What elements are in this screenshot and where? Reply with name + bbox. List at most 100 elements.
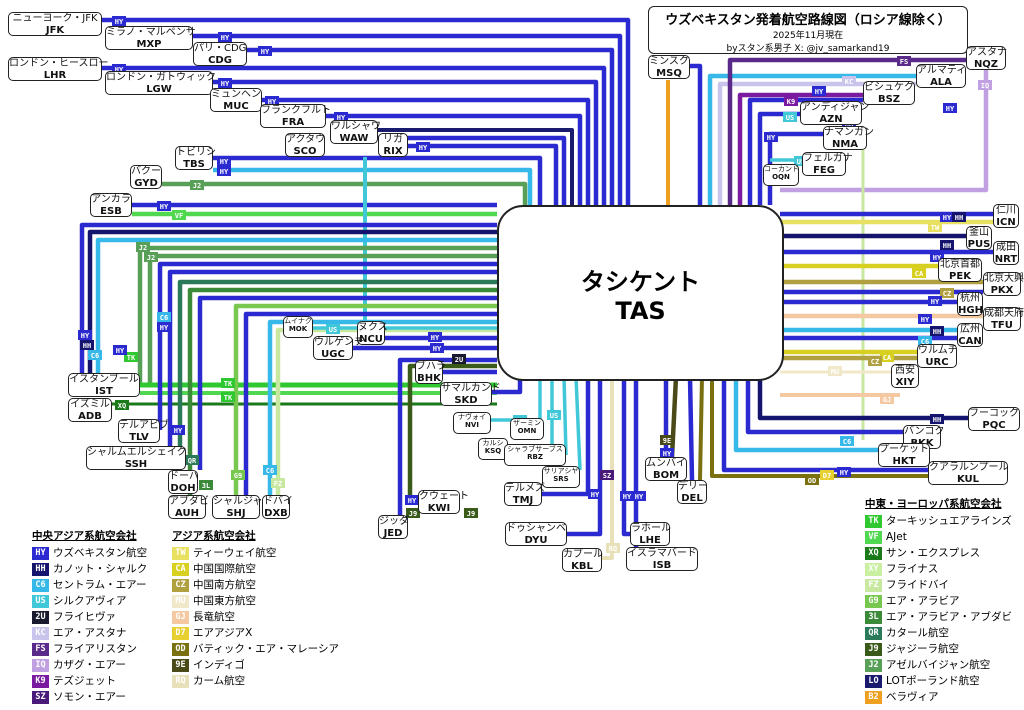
svg-text:HY: HY — [921, 316, 930, 324]
carrier-code-chip: HY — [32, 546, 49, 560]
airport-name: ビシュケク — [864, 82, 914, 93]
svg-text:J2: J2 — [193, 182, 201, 190]
svg-text:G9: G9 — [234, 472, 242, 480]
carrier-tag-hy: HY — [78, 330, 92, 340]
svg-text:QR: QR — [188, 457, 197, 465]
route-line — [562, 376, 568, 456]
svg-text:HY: HY — [116, 347, 125, 355]
airport-code: OMN — [517, 427, 537, 436]
carrier-tag-tk: TK — [124, 352, 138, 362]
svg-text:HH: HH — [955, 214, 963, 222]
svg-text:HY: HY — [663, 450, 672, 458]
carrier-name: LOTポーランド航空 — [886, 675, 980, 687]
carrier-tag-c6: C6 — [918, 336, 932, 346]
carrier-tag-hy: HY — [217, 166, 231, 176]
svg-text:K9: K9 — [787, 98, 795, 106]
carrier-tag-hy: HY — [620, 491, 634, 501]
carrier-name: アゼルバイジャン航空 — [886, 659, 991, 671]
airport-name: イズミル — [70, 399, 110, 410]
carrier-tag-3l: 3L — [199, 480, 213, 490]
airport-code: DEL — [681, 492, 703, 504]
svg-text:OD: OD — [808, 477, 816, 485]
carrier-tag-hy: HY — [764, 132, 778, 142]
legend-heading: 中東・ヨーロッパ系航空会社 — [865, 498, 1002, 510]
carrier-name: 中国南方航空 — [193, 579, 256, 591]
route-line — [167, 269, 497, 455]
svg-text:HY: HY — [419, 144, 428, 152]
carrier-tag-2u: 2U — [452, 354, 466, 364]
airport-code: LGW — [146, 83, 172, 95]
airport-name: プーケット — [879, 444, 929, 455]
carrier-name: フライアリスタン — [53, 643, 137, 655]
airport-code: CDG — [208, 54, 232, 66]
route-line — [197, 295, 497, 470]
hub-airport-tas[interactable]: タシケント TAS — [497, 205, 784, 381]
carrier-name: エア・アラビア・アブダビ — [886, 611, 1012, 623]
carrier-tag-sz: SZ — [600, 470, 614, 480]
airport-name: 釜山 — [969, 227, 989, 238]
route-line — [162, 181, 528, 210]
